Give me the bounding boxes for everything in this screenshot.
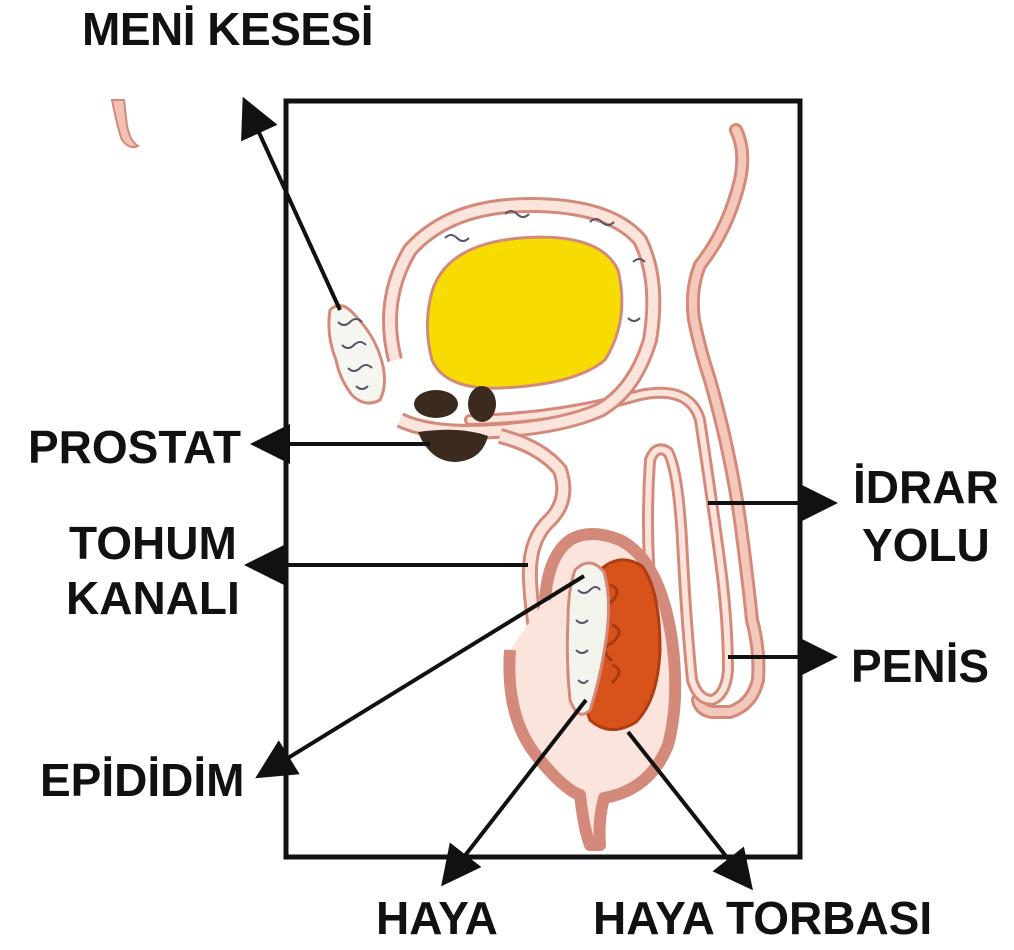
- arrow-meni-kesesi: [246, 104, 340, 310]
- label-haya-torbasi: HAYA TORBASI: [593, 895, 932, 941]
- body-fragment-left: [112, 100, 138, 147]
- label-haya: HAYA: [376, 895, 498, 941]
- label-idrar-line2: YOLU: [853, 516, 999, 574]
- label-prostat: PROSTAT: [28, 424, 241, 470]
- label-idrar-line1: İDRAR: [853, 458, 999, 516]
- arrow-haya-torbasi: [628, 732, 748, 884]
- label-tohum-line2: KANALI: [66, 571, 240, 626]
- label-epididim: EPİDİDİM: [40, 757, 244, 803]
- label-idrar-yolu: İDRAR YOLU: [853, 458, 999, 574]
- label-meni-kesesi: MENİ KESESİ: [82, 6, 373, 52]
- label-penis: PENİS: [851, 643, 989, 689]
- label-tohum-kanali: TOHUM KANALI: [66, 516, 240, 626]
- label-tohum-line1: TOHUM: [66, 516, 240, 571]
- seminal-vesicle-yellow: [427, 237, 621, 388]
- prostate-left: [414, 390, 458, 418]
- prostate-right: [468, 386, 496, 422]
